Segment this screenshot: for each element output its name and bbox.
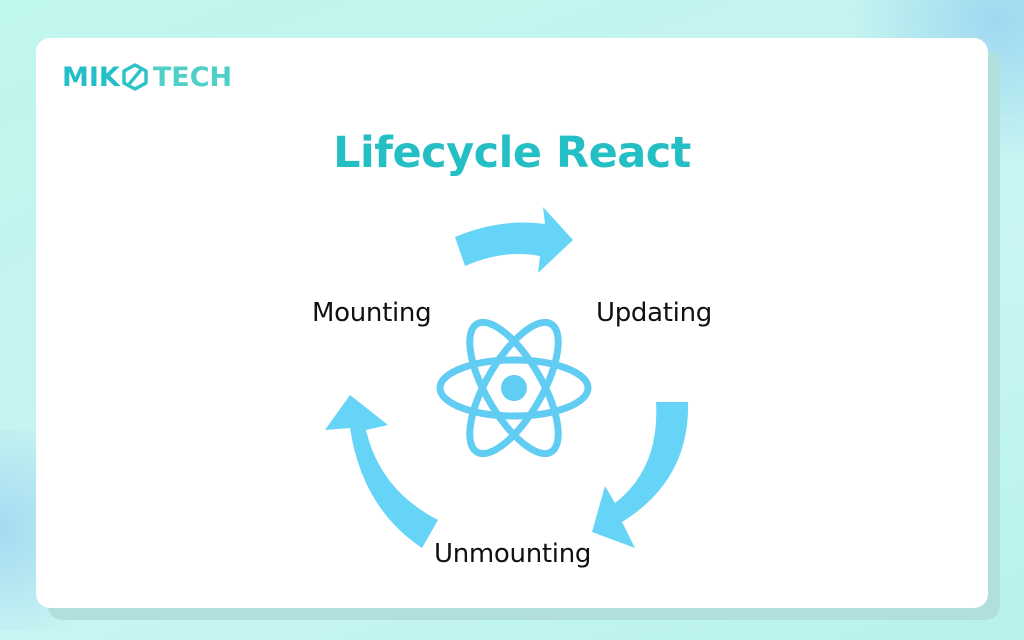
react-atom-icon: [436, 318, 592, 458]
phase-label-mounting: Mounting: [312, 298, 432, 328]
brand-logo: MIK TECH: [62, 60, 232, 94]
phase-label-updating: Updating: [596, 298, 712, 328]
page-title: Lifecycle React: [333, 128, 691, 178]
hexagon-slash-icon: [122, 63, 148, 91]
content-card: [36, 38, 988, 608]
curved-arrow-up-icon: [325, 395, 438, 548]
phase-label-unmounting: Unmounting: [434, 539, 592, 569]
brand-text-right: TECH: [152, 61, 233, 93]
brand-text-left: MIK: [62, 61, 120, 93]
curved-arrow-down-left-icon: [592, 402, 689, 548]
curved-arrow-right-icon: [455, 207, 573, 273]
